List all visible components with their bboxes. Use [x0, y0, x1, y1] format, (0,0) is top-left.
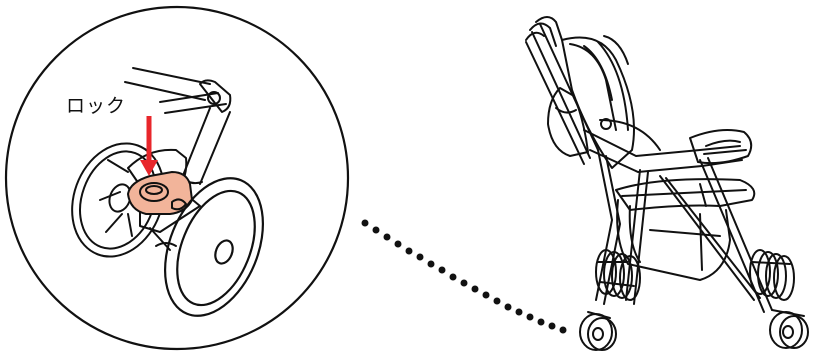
lock-arrow [140, 116, 158, 176]
lock-label: ロック [66, 91, 126, 118]
stroller-side-bag [548, 88, 588, 156]
stroller-basket [617, 200, 730, 280]
stroller-wheel-front-right [770, 310, 808, 348]
frame-tubes [125, 68, 230, 184]
stroller-wheel-rear-left [596, 250, 640, 300]
brake-pedal [128, 172, 192, 214]
stroller-illustration [526, 17, 808, 350]
stroller-wheel-front-left [580, 312, 616, 350]
dotted-connector [362, 220, 567, 334]
magnified-detail [6, 7, 348, 349]
